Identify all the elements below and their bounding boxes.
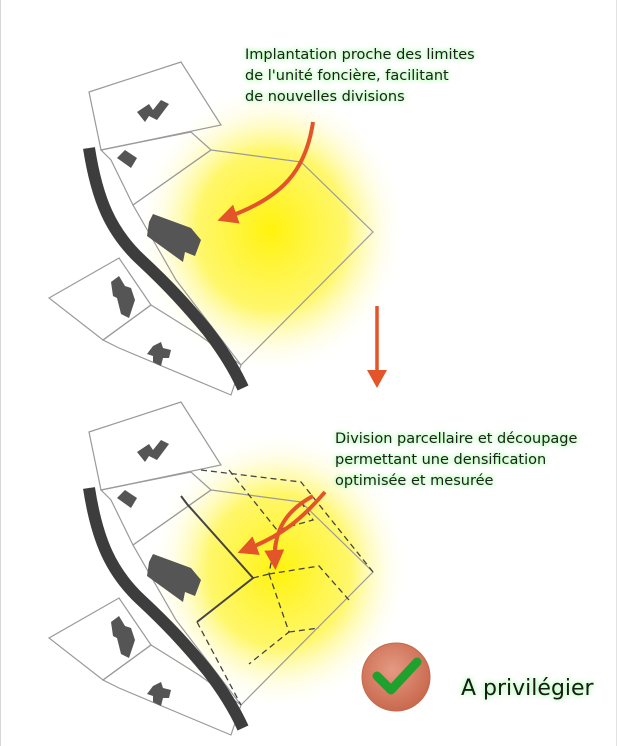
plan-existing (47, 61, 406, 396)
annotation-line: permettant une densification (335, 452, 547, 468)
verdict-badge (361, 642, 431, 712)
building (147, 214, 201, 262)
building (117, 150, 137, 168)
building (117, 490, 137, 508)
highlight-zone (149, 430, 409, 710)
road (83, 147, 249, 391)
building (137, 440, 169, 462)
verdict-label: A privilégier (461, 676, 594, 701)
annotation-arrow (264, 494, 314, 570)
building (137, 100, 169, 122)
building (111, 616, 135, 658)
buildings (111, 100, 201, 366)
annotation-arrow (237, 490, 327, 555)
annotation-arrow (217, 121, 315, 224)
check-icon (372, 657, 422, 695)
annotation-bottom: Division parcellaire et découpage permet… (335, 429, 577, 492)
building (147, 554, 201, 602)
annotation-line: de l'unité foncière, facilitant (245, 68, 449, 84)
annotation-line: optimisée et mesurée (335, 473, 494, 489)
plan-divided (47, 401, 409, 736)
annotation-line: de nouvelles divisions (245, 89, 405, 105)
buildings (111, 440, 201, 706)
building (111, 276, 135, 318)
building (147, 342, 171, 366)
transition-arrow (367, 306, 387, 388)
division-line (180, 495, 255, 623)
building (147, 682, 171, 706)
annotation-line: Division parcellaire et découpage (335, 431, 578, 447)
highlight-zone (136, 85, 406, 375)
annotation-line: Implantation proche des limites (245, 47, 475, 63)
subdivision-dashes (196, 469, 374, 706)
road (83, 487, 249, 731)
annotation-top: Implantation proche des limites de l'uni… (245, 45, 475, 108)
